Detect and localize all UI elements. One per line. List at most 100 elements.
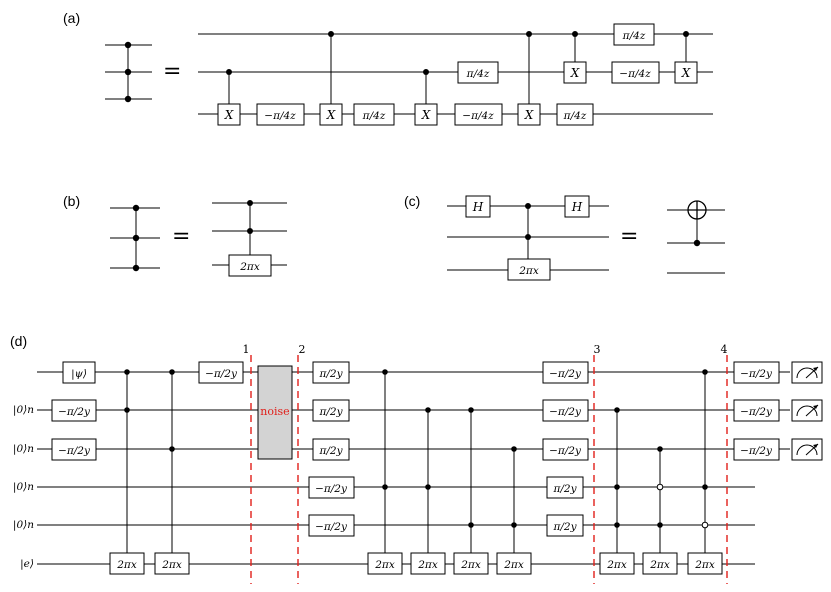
svg-text:−π/4z: −π/4z bbox=[619, 68, 651, 80]
svg-text:−π/4z: −π/4z bbox=[462, 110, 494, 122]
svg-text:π/4z: π/4z bbox=[622, 30, 646, 42]
ry-gate: π/2y bbox=[312, 399, 350, 422]
equals-sign: = bbox=[620, 224, 638, 249]
svg-text:π/4z: π/4z bbox=[362, 110, 386, 122]
x-gate: X bbox=[674, 61, 698, 84]
svg-text:π/2y: π/2y bbox=[552, 483, 577, 495]
svg-text:−π/2y: −π/2y bbox=[549, 406, 582, 418]
input-state-zero: |0⟩n bbox=[13, 519, 34, 532]
svg-text:X: X bbox=[570, 66, 580, 80]
rx-gate: 2πx bbox=[367, 552, 403, 575]
equals-sign: = bbox=[172, 224, 190, 249]
panel-d: |ψ⟩ |0⟩n |0⟩n |0⟩n |0⟩n |e⟩ |ψ⟩ −π/2y −π… bbox=[13, 343, 823, 584]
rx-gate: 2πx bbox=[154, 552, 190, 575]
svg-text:X: X bbox=[326, 108, 336, 122]
rz-gate: −π/4z bbox=[611, 61, 660, 84]
x-gate: X bbox=[563, 61, 587, 84]
ry-gate: π/2y bbox=[546, 514, 584, 537]
ry-gate: −π/2y bbox=[542, 399, 589, 422]
svg-text:π/4z: π/4z bbox=[466, 68, 490, 80]
ry-gate: π/2y bbox=[312, 438, 350, 461]
svg-text:π/2y: π/2y bbox=[318, 406, 343, 418]
svg-text:H: H bbox=[472, 200, 484, 214]
input-psi-box: |ψ⟩ bbox=[62, 361, 96, 384]
ry-gate: −π/2y bbox=[308, 476, 355, 499]
time-slice-label: 4 bbox=[721, 343, 728, 356]
svg-text:2πx: 2πx bbox=[694, 559, 715, 571]
svg-text:−π/2y: −π/2y bbox=[58, 406, 91, 418]
svg-text:−π/2y: −π/2y bbox=[315, 521, 348, 533]
panel-a: = X X X X X X −π/4z π/4z −π/4z π/4z π/4z… bbox=[105, 23, 713, 126]
ry-gate: −π/2y bbox=[733, 399, 780, 422]
time-slice-label: 3 bbox=[594, 343, 601, 356]
rx-gate: 2πx bbox=[496, 552, 532, 575]
svg-text:noise: noise bbox=[260, 405, 289, 418]
x-gate: X bbox=[517, 103, 541, 126]
rx-gate: 2πx bbox=[410, 552, 446, 575]
svg-text:2πx: 2πx bbox=[417, 559, 438, 571]
rx-gate: 2πx bbox=[599, 552, 635, 575]
svg-text:π/2y: π/2y bbox=[552, 521, 577, 533]
equals-sign: = bbox=[163, 59, 181, 84]
rx-gate: 2πx bbox=[228, 254, 272, 277]
ry-gate: −π/2y bbox=[542, 361, 589, 384]
svg-text:2πx: 2πx bbox=[374, 559, 395, 571]
svg-text:−π/2y: −π/2y bbox=[205, 368, 238, 380]
h-gate: H bbox=[465, 195, 491, 218]
svg-text:−π/2y: −π/2y bbox=[740, 445, 773, 457]
rz-gate: −π/4z bbox=[454, 103, 503, 126]
svg-text:X: X bbox=[524, 108, 534, 122]
svg-text:2πx: 2πx bbox=[161, 559, 182, 571]
panel-label-b: (b) bbox=[63, 193, 80, 209]
svg-text:π/2y: π/2y bbox=[318, 445, 343, 457]
svg-text:|ψ⟩: |ψ⟩ bbox=[71, 368, 87, 381]
svg-text:X: X bbox=[224, 108, 234, 122]
panel-label-c: (c) bbox=[404, 193, 420, 209]
panel-label-d: (d) bbox=[10, 333, 27, 349]
time-slice-label: 1 bbox=[243, 343, 250, 356]
rx-gate: 2πx bbox=[453, 552, 489, 575]
input-state-zero: |0⟩n bbox=[13, 404, 34, 417]
ccz-gate-left bbox=[105, 41, 152, 103]
control-dot bbox=[124, 41, 132, 49]
panel-b: = 2πx bbox=[110, 200, 287, 277]
x-gate: X bbox=[414, 103, 438, 126]
rz-gate: −π/4z bbox=[256, 103, 305, 126]
rx-gate: 2πx bbox=[507, 258, 551, 281]
control-dot bbox=[124, 68, 132, 76]
svg-text:−π/4z: −π/4z bbox=[264, 110, 296, 122]
ry-gate: −π/2y bbox=[308, 514, 355, 537]
svg-text:−π/2y: −π/2y bbox=[740, 406, 773, 418]
measurement-meter-icon bbox=[791, 438, 823, 461]
ry-gate: π/2y bbox=[312, 361, 350, 384]
svg-text:−π/2y: −π/2y bbox=[58, 445, 91, 457]
input-state-e: |e⟩ bbox=[20, 558, 34, 571]
rx-gate: 2πx bbox=[687, 552, 723, 575]
svg-text:2πx: 2πx bbox=[606, 559, 627, 571]
svg-text:2πx: 2πx bbox=[503, 559, 524, 571]
ry-gate: −π/2y bbox=[733, 438, 780, 461]
svg-text:−π/2y: −π/2y bbox=[549, 368, 582, 380]
x-gate: X bbox=[319, 103, 343, 126]
rz-gate: π/4z bbox=[613, 23, 655, 46]
ry-gate: −π/2y bbox=[198, 361, 244, 384]
control-dot bbox=[124, 95, 132, 103]
time-slice-label: 2 bbox=[299, 343, 306, 356]
panel-c: H H 2πx = bbox=[447, 195, 725, 281]
cnot-target bbox=[687, 200, 707, 220]
svg-text:−π/2y: −π/2y bbox=[549, 445, 582, 457]
svg-text:X: X bbox=[681, 66, 691, 80]
ry-gate: −π/2y bbox=[51, 399, 97, 422]
rx-gate: 2πx bbox=[109, 552, 145, 575]
rx-gate: 2πx bbox=[642, 552, 678, 575]
ry-gate: −π/2y bbox=[733, 361, 780, 384]
measurement-meter-icon bbox=[791, 399, 823, 422]
svg-text:X: X bbox=[421, 108, 431, 122]
svg-text:π/2y: π/2y bbox=[318, 368, 343, 380]
h-gate: H bbox=[564, 195, 590, 218]
panel-label-a: (a) bbox=[63, 10, 80, 26]
x-gate: X bbox=[217, 103, 241, 126]
ry-gate: −π/2y bbox=[542, 438, 589, 461]
input-state-zero: |0⟩n bbox=[13, 443, 34, 456]
